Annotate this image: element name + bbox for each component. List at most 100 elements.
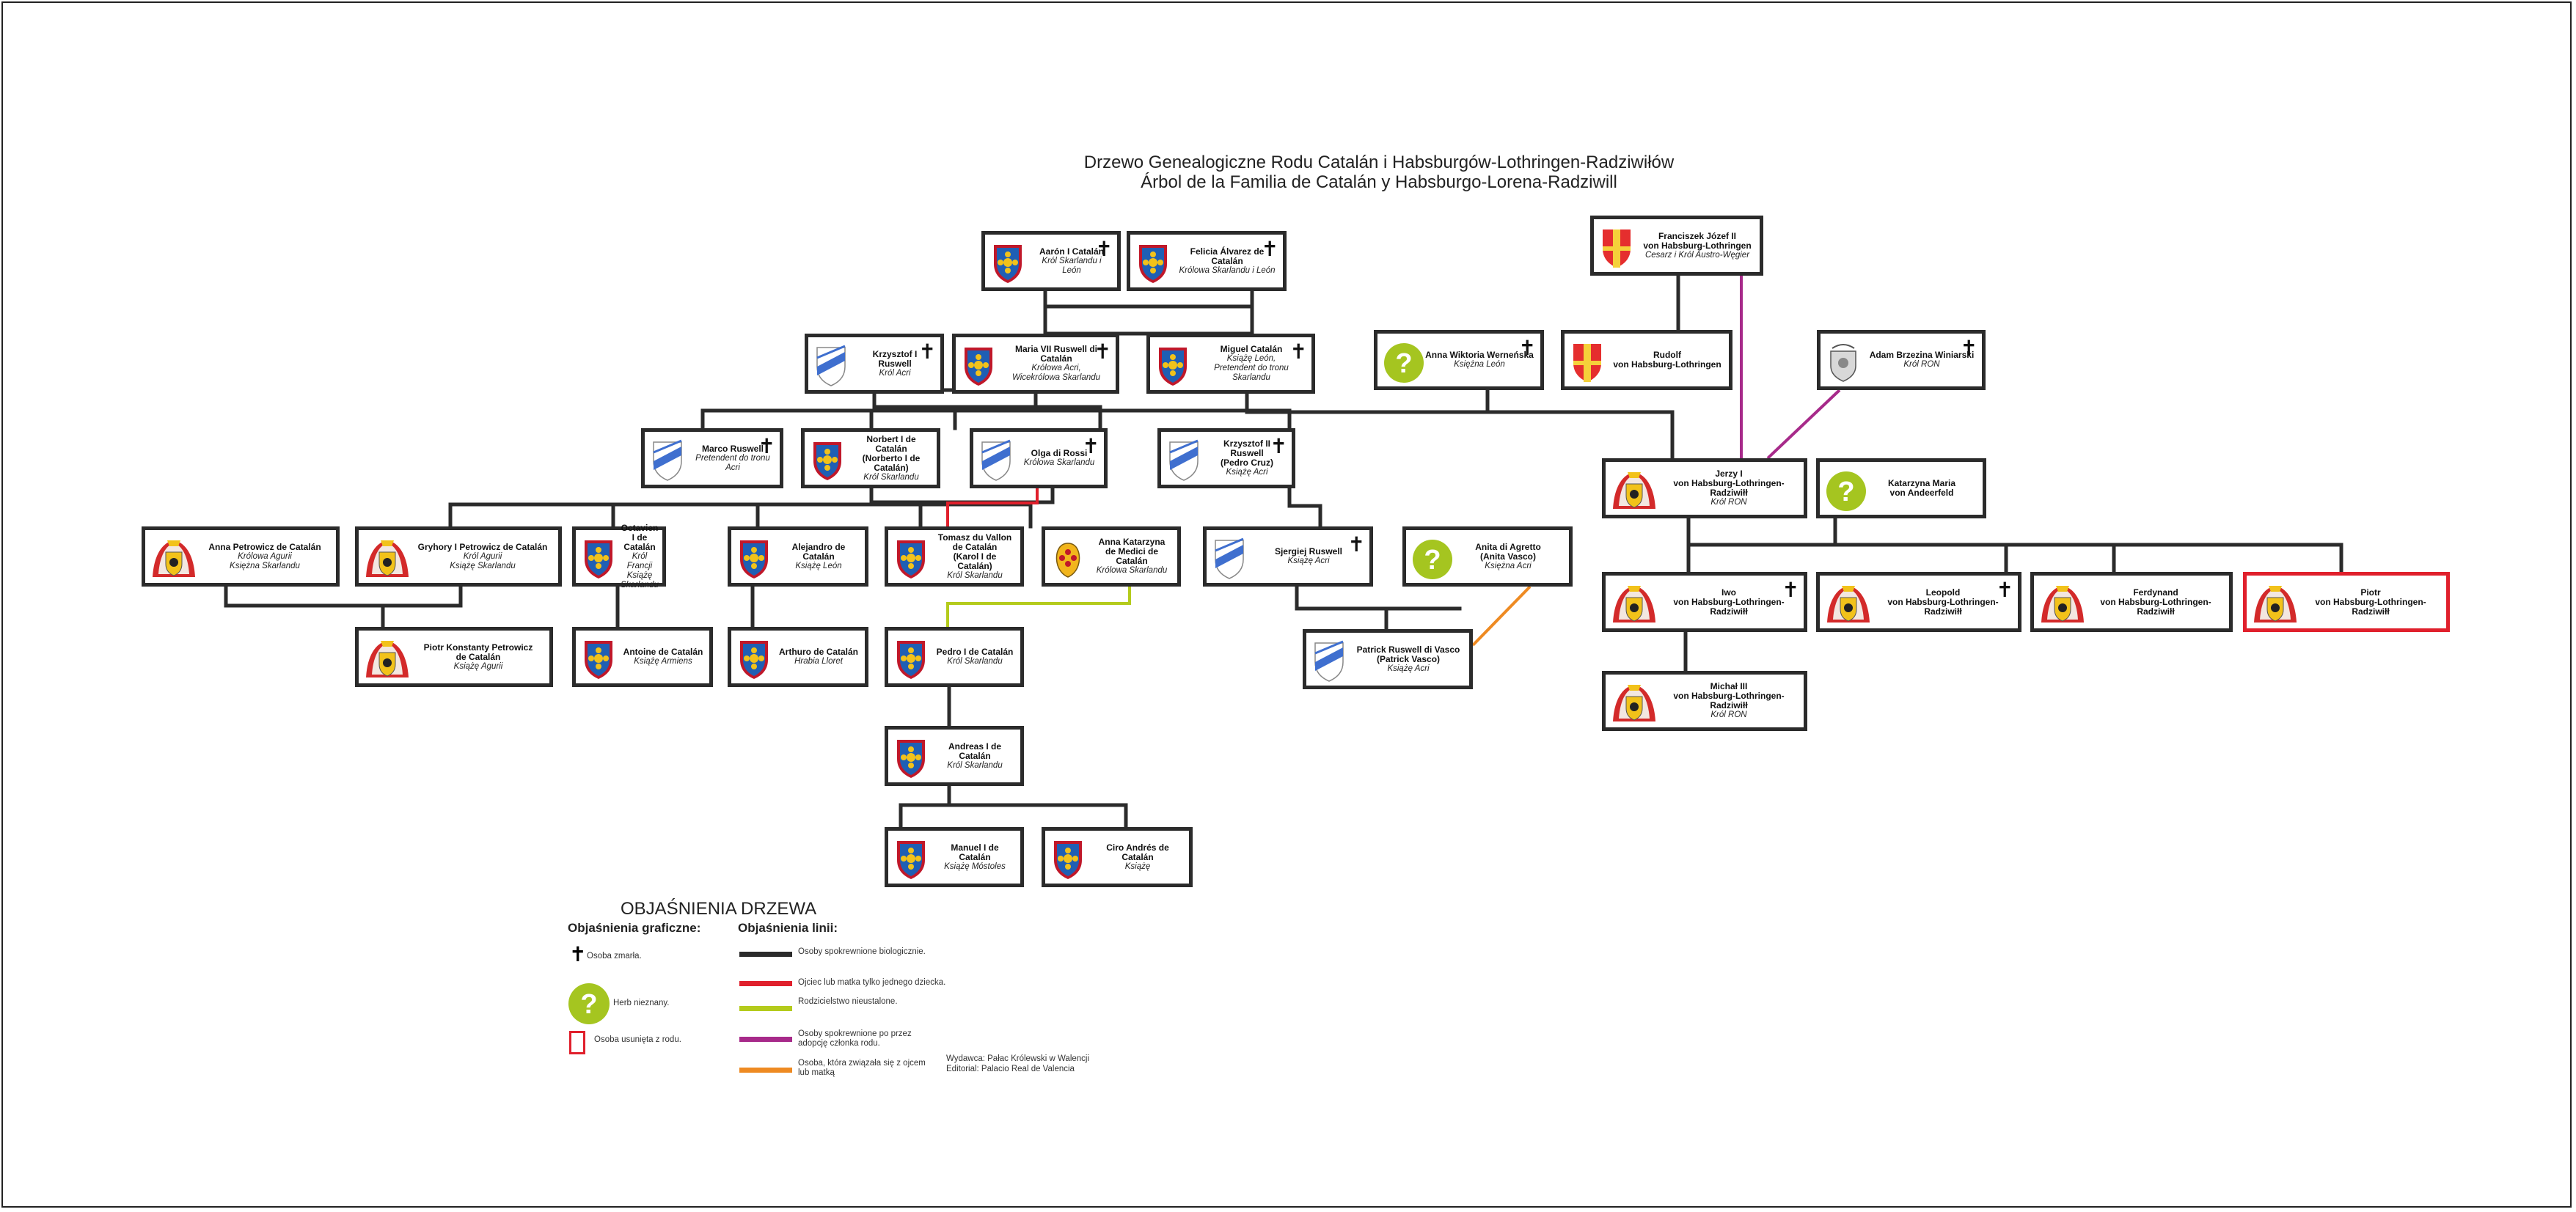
person-card-annak[interactable]: Anna Katarzyna de Medici de Catalán Król… xyxy=(1042,526,1181,587)
coat-of-arms-icon xyxy=(1830,344,1856,382)
person-card-octavien[interactable]: Octavien I de Catalán Król Francji Książ… xyxy=(572,523,666,590)
person-name: Adam Brzezina Winiarski xyxy=(1869,350,1975,360)
coat-of-arms-icon xyxy=(965,348,992,386)
person-card-olga[interactable]: Olga di Rossi Królowa Skarlandu ✝ xyxy=(970,428,1108,488)
person-name: Antoine de Catalán xyxy=(623,647,703,657)
cross-icon: ✝ xyxy=(918,340,936,363)
person-title: Książę León, Pretendent do tronu Skarlan… xyxy=(1214,354,1289,382)
person-name: Tomasz du Vallon de Catalán (Karol I de … xyxy=(937,532,1012,571)
person-card-katarzyna[interactable]: ? Katarzyna Maria von Andeerfeld xyxy=(1816,458,1986,518)
removed-marker-icon xyxy=(569,1031,585,1054)
person-name: Marco Ruswell xyxy=(701,443,764,454)
legend-unknown-arms: Herb nieznany. xyxy=(613,999,670,1007)
person-name: Sjergiej Ruswell xyxy=(1274,546,1343,557)
person-card-pedro[interactable]: Pedro I de Catalán Król Skarlandu xyxy=(885,627,1024,687)
person-name: Miguel Catalán xyxy=(1220,344,1283,354)
person-name: Leopold von Habsburg-Lothringen-Radziwił… xyxy=(1887,587,1999,617)
person-name: Anna Petrowicz de Catalán xyxy=(208,541,321,552)
person-name: Katarzyna Maria von Andeerfeld xyxy=(1887,478,1956,498)
cross-icon: ✝ xyxy=(1518,337,1536,359)
person-card-ciro[interactable]: Ciro Andrés de Catalán Książę xyxy=(1042,827,1193,887)
person-card-krzysztof1[interactable]: Krzysztof I Ruswell Król Acri ✝ xyxy=(805,334,944,394)
coat-of-arms-icon xyxy=(897,740,925,778)
person-card-gryhory[interactable]: Gryhory I Petrowicz de Catalán Król Agur… xyxy=(355,526,562,587)
legend-line-married: Osoba, która związała się z ojcem lub ma… xyxy=(798,1059,926,1077)
cross-icon: ✝ xyxy=(1782,579,1799,601)
person-title: Książę Agurii xyxy=(453,661,503,671)
coat-of-arms-icon xyxy=(897,540,925,579)
coat-of-arms-icon xyxy=(1613,685,1655,721)
person-card-andreas[interactable]: Andreas I de Catalán Król Skarlandu xyxy=(885,726,1024,786)
coat-of-arms-icon xyxy=(1314,640,1344,682)
cross-icon: ✝ xyxy=(1347,533,1365,556)
person-card-annaw[interactable]: ? Anna Wiktoria Werneńska Księżna León ✝ xyxy=(1374,330,1544,390)
legend-line-single-child: Ojciec lub matka tylko jednego dziecka. xyxy=(798,978,946,987)
legend-line-adopted: Osoby spokrewnione po przez adopcję czło… xyxy=(798,1029,912,1048)
coat-of-arms-icon xyxy=(994,245,1022,283)
person-name: Gryhory I Petrowicz de Catalán xyxy=(417,541,548,552)
person-card-adam[interactable]: Adam Brzezina Winiarski Król RON ✝ xyxy=(1817,330,1986,390)
person-card-leopold[interactable]: Leopold von Habsburg-Lothringen-Radziwił… xyxy=(1816,572,2021,632)
person-name: Patrick Ruswell di Vasco (Patrick Vasco) xyxy=(1356,644,1460,664)
publisher-polish: Wydawca: Pałac Królewski w Walencji xyxy=(946,1054,1090,1063)
person-card-franciszek[interactable]: Franciszek Józef II von Habsburg-Lothrin… xyxy=(1590,216,1763,276)
adoption-line-adam xyxy=(1766,389,1841,460)
person-card-miguel[interactable]: Miguel Catalán Książę León, Pretendent d… xyxy=(1146,334,1315,394)
cross-icon: ✝ xyxy=(1082,435,1099,458)
person-title: Król RON xyxy=(1710,710,1747,719)
person-title: Król Skarlandu xyxy=(947,760,1003,770)
person-name: Andreas I de Catalán xyxy=(948,741,1002,761)
coat-of-arms-icon xyxy=(366,540,409,577)
person-name: Alejandro de Catalán xyxy=(791,541,846,562)
person-card-maria7[interactable]: Maria VII Ruswell di Catalán Królowa Acr… xyxy=(952,334,1119,394)
uncertain-parent-line xyxy=(946,585,1131,627)
person-card-aaron[interactable]: Aarón I Catalán Król Skarlandu i León ✝ xyxy=(981,231,1121,291)
person-card-tomasz[interactable]: Tomasz du Vallon de Catalán (Karol I de … xyxy=(885,526,1024,587)
unknown-arms-icon: ? xyxy=(1826,471,1866,511)
legend-deceased: Osoba zmarła. xyxy=(587,952,642,961)
person-name: Pedro I de Catalán xyxy=(936,647,1014,657)
person-card-antoine[interactable]: Antoine de Catalán Książę Armiens xyxy=(572,627,713,687)
coat-of-arms-icon xyxy=(653,439,682,481)
person-card-iwo[interactable]: Iwo von Habsburg-Lothringen-Radziwiłł ✝ xyxy=(1602,572,1807,632)
person-card-jerzy[interactable]: Jerzy I von Habsburg-Lothringen-Radziwił… xyxy=(1602,458,1807,518)
person-title: Król Agurii Książę Skarlandu xyxy=(450,551,516,570)
coat-of-arms-icon xyxy=(1055,543,1080,578)
person-title: Król Skarlandu i León xyxy=(1042,256,1102,275)
person-card-sjergiej[interactable]: Sjergiej Ruswell Książę Acri ✝ xyxy=(1203,526,1373,587)
person-card-marco[interactable]: Marco Ruswell Pretendent do tronu Acri ✝ xyxy=(641,428,783,488)
person-title: Królowa Agurii Księżna Skarlandu xyxy=(230,551,300,570)
unknown-arms-icon: ? xyxy=(568,983,610,1024)
person-card-manuel[interactable]: Manuel I de Catalán Książę Móstoles xyxy=(885,827,1024,887)
person-card-patrick[interactable]: Patrick Ruswell di Vasco (Patrick Vasco)… xyxy=(1303,629,1473,689)
person-card-piotrk[interactable]: Piotr Konstanty Petrowicz de Catalán Ksi… xyxy=(355,627,553,687)
person-card-anita[interactable]: ? Anita di Agretto (Anita Vasco) Księżna… xyxy=(1402,526,1573,587)
person-title: Księżna Acri xyxy=(1485,561,1532,570)
person-card-norbert[interactable]: Norbert I de Catalán (Norberto I de Cata… xyxy=(801,428,940,488)
person-title: Król Skarlandu xyxy=(947,657,1003,666)
person-title: Król Skarlandu xyxy=(863,472,919,482)
legend-bar-biological xyxy=(739,952,792,957)
coat-of-arms-icon xyxy=(1603,229,1631,268)
cross-icon: ✝ xyxy=(758,435,775,458)
legend-line-uncertain: Rodzicielstwo nieustalone. xyxy=(798,997,898,1006)
person-card-krzysztof2[interactable]: Krzysztof II Ruswell (Pedro Cruz) Książę… xyxy=(1157,428,1295,488)
person-card-rudolf[interactable]: Rudolf von Habsburg-Lothringen xyxy=(1561,330,1732,390)
person-card-ferdynand[interactable]: Ferdynand von Habsburg-Lothringen-Radziw… xyxy=(2030,572,2233,632)
person-title: Księżna León xyxy=(1454,360,1505,369)
person-card-michal[interactable]: Michał III von Habsburg-Lothringen-Radzi… xyxy=(1602,671,1807,731)
legend: OBJAŚNIENIA DRZEWA Objaśnienia graficzne… xyxy=(565,896,1152,1101)
tree-title: Drzewo Genealogiczne Rodu Catalán i Habs… xyxy=(939,153,1819,192)
person-card-alejandro[interactable]: Alejandro de Catalán Książę León xyxy=(728,526,868,587)
person-card-annap[interactable]: Anna Petrowicz de Catalán Królowa Agurii… xyxy=(142,526,340,587)
person-name: Maria VII Ruswell di Catalán xyxy=(1014,344,1098,364)
person-card-felicia[interactable]: Felicia Álvarez de Catalán Królowa Skarl… xyxy=(1127,231,1287,291)
person-card-piotr[interactable]: Piotr von Habsburg-Lothringen-Radziwiłł xyxy=(2243,572,2450,632)
coat-of-arms-icon xyxy=(366,641,409,677)
person-name: Anita di Agretto (Anita Vasco) xyxy=(1475,541,1541,562)
person-name: Felicia Álvarez de Catalán xyxy=(1190,246,1265,266)
person-name: Krzysztof II Ruswell (Pedro Cruz) xyxy=(1221,438,1273,468)
person-card-arthuro[interactable]: Arthuro de Catalán Hrabia Lloret xyxy=(728,627,868,687)
svg-text:?: ? xyxy=(1424,545,1441,576)
legend-removed: Osoba usunięta z rodu. xyxy=(594,1035,681,1044)
